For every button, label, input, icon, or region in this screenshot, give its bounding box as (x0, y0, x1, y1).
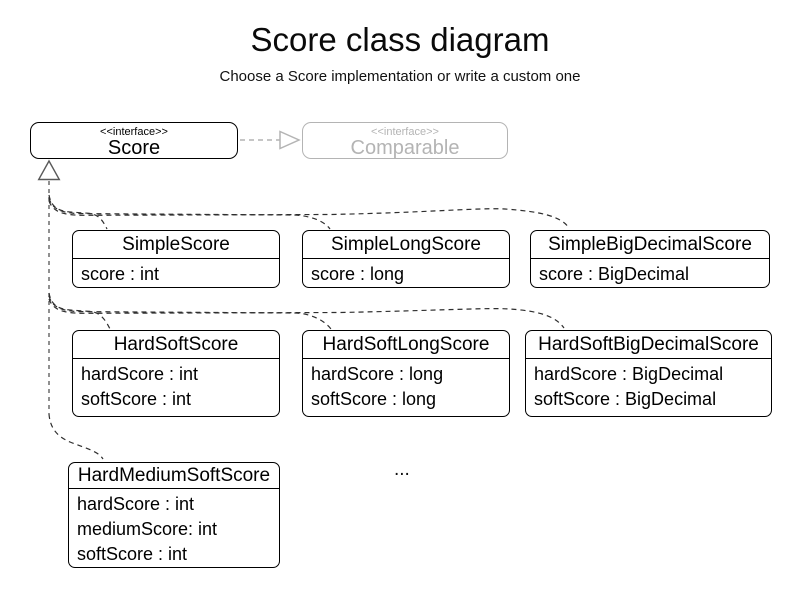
interface-box-score: <<interface>> Score (30, 122, 238, 159)
connector-hardmediumsoftscore (48, 413, 104, 460)
realization-arrowhead-right-icon (279, 130, 301, 150)
connector-hardsoftbigdecimalscore (48, 298, 565, 329)
attribute: softScore : int (81, 389, 192, 409)
attribute: hardScore : int (81, 364, 199, 384)
inheritance-arrowhead-up-icon (37, 159, 61, 181)
attribute: score : BigDecimal (539, 264, 690, 284)
attribute: softScore : int (77, 544, 188, 564)
connector-hardsoftscore (48, 292, 111, 330)
attribute: score : long (311, 264, 405, 284)
class-name: HardSoftScore (73, 331, 279, 359)
stereotype-label: <<interface>> (100, 126, 168, 138)
attribute: score : int (81, 264, 160, 284)
interface-name: Comparable (350, 137, 460, 159)
connector-hardsoftlongscore (48, 295, 332, 330)
connector-simplescore (48, 194, 108, 230)
class-box-hardsoftscore: HardSoftScore hardScore : int softScore … (72, 330, 280, 417)
attribute: hardScore : long (311, 364, 444, 384)
page-title: Score class diagram (250, 21, 550, 58)
class-name: SimpleLongScore (303, 231, 509, 259)
class-attributes: hardScore : long softScore : long (303, 359, 509, 412)
interface-name: Score (107, 137, 161, 159)
class-name: HardMediumSoftScore (69, 463, 279, 489)
class-attributes: hardScore : int softScore : int (73, 359, 279, 412)
class-box-hardmediumsoftscore: HardMediumSoftScore hardScore : int medi… (68, 462, 280, 568)
attribute: softScore : long (311, 389, 437, 409)
page-subtitle: Choose a Score implementation or write a… (219, 68, 581, 85)
class-name: SimpleScore (73, 231, 279, 259)
class-name: SimpleBigDecimalScore (531, 231, 769, 259)
class-box-simplebigdecimalscore: SimpleBigDecimalScore score : BigDecimal (530, 230, 770, 288)
class-attributes: hardScore : BigDecimal softScore : BigDe… (526, 359, 771, 412)
attribute: hardScore : int (77, 494, 195, 514)
more-implementations-ellipsis: ... (394, 459, 410, 480)
attribute: mediumScore: int (77, 519, 218, 539)
class-name: HardSoftLongScore (303, 331, 509, 359)
class-box-hardsoftlongscore: HardSoftLongScore hardScore : long softS… (302, 330, 510, 417)
attribute: softScore : BigDecimal (534, 389, 717, 409)
stereotype-label: <<interface>> (371, 126, 439, 138)
class-box-simplelongscore: SimpleLongScore score : long (302, 230, 510, 288)
class-name: HardSoftBigDecimalScore (526, 331, 771, 359)
attribute: hardScore : BigDecimal (534, 364, 724, 384)
connector-simplelongscore (48, 197, 331, 230)
connector-simplebigdecimalscore (48, 200, 570, 229)
class-box-simplescore: SimpleScore score : int (72, 230, 280, 288)
class-attributes: score : BigDecimal (531, 259, 769, 287)
class-attributes: score : long (303, 259, 509, 287)
class-attributes: hardScore : int mediumScore: int softSco… (69, 489, 279, 567)
interface-box-comparable: <<interface>> Comparable (302, 122, 508, 159)
class-box-hardsoftbigdecimalscore: HardSoftBigDecimalScore hardScore : BigD… (525, 330, 772, 417)
class-attributes: score : int (73, 259, 279, 287)
